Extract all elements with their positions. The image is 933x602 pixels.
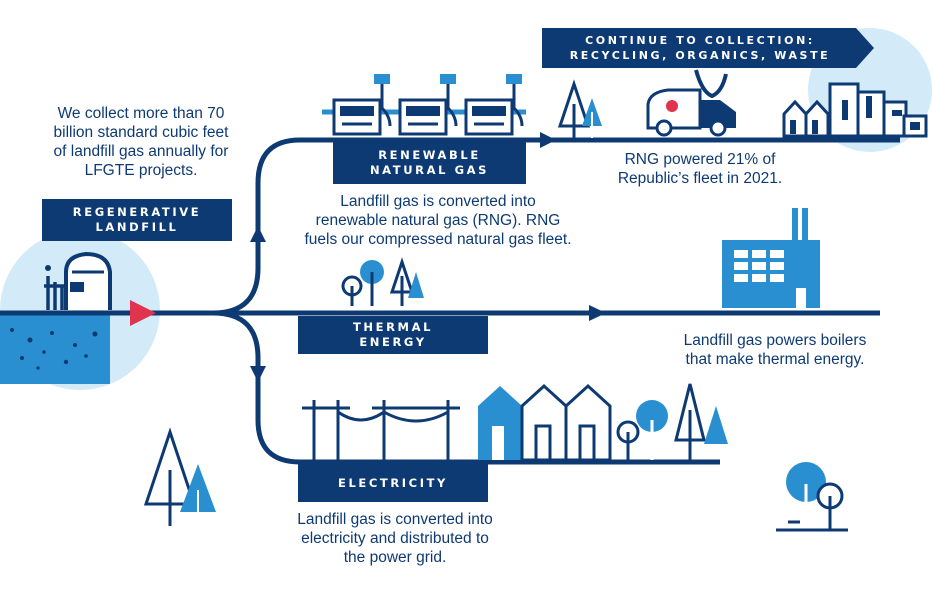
tree-icon xyxy=(776,462,848,532)
tree-icon xyxy=(616,383,728,460)
collection-banner xyxy=(542,28,874,68)
tree-icon xyxy=(143,427,216,526)
description-line: fuels our compressed natural gas fleet. xyxy=(304,231,572,248)
power-line-icon xyxy=(302,400,460,460)
description-line: electricity and distributed to xyxy=(301,530,489,547)
intro-line: billion standard cubic feet xyxy=(53,124,229,141)
garbage-truck-icon xyxy=(646,69,736,137)
label-line: NATURAL GAS xyxy=(369,163,490,177)
tree-icon xyxy=(341,257,424,306)
start-arrow-icon xyxy=(130,300,156,326)
electricity-label: ELECTRICITY xyxy=(298,464,488,502)
description-line: that make thermal energy. xyxy=(685,351,865,368)
label-line: LANDFILL xyxy=(95,220,179,234)
label-line: CONTINUE TO COLLECTION: xyxy=(585,34,815,47)
house-icon xyxy=(478,383,612,462)
description-line: Landfill gas powers boilers xyxy=(683,332,867,349)
description-line: Republic’s fleet in 2021. xyxy=(617,170,783,187)
gas-dispenser-icon xyxy=(374,74,524,127)
description-line: Landfill gas is converted into xyxy=(297,511,493,528)
flow-arrows xyxy=(250,132,606,382)
description-line: the power grid. xyxy=(343,549,447,566)
label-line: ENERGY xyxy=(359,335,427,349)
thermal-energy-label: THERMAL ENERGY xyxy=(298,316,488,354)
tree-icon xyxy=(557,79,602,138)
label-line: RECYCLING, ORGANICS, WASTE xyxy=(569,49,831,62)
landfill-icon xyxy=(0,251,112,384)
collection-banner-label: CONTINUE TO COLLECTION: RECYCLING, ORGAN… xyxy=(544,30,856,66)
city-windows xyxy=(790,96,920,134)
fleet-description: RNG powered 21% of Republic’s fleet in 2… xyxy=(600,150,800,188)
label-line: THERMAL xyxy=(352,320,434,334)
label-line: RENEWABLE xyxy=(378,148,481,162)
description-line: renewable natural gas (RNG). RNG xyxy=(315,212,561,229)
intro-line: LFGTE projects. xyxy=(84,162,198,179)
rng-description: Landfill gas is converted into renewable… xyxy=(288,192,588,249)
intro-line: We collect more than 70 xyxy=(57,105,225,122)
description-line: Landfill gas is converted into xyxy=(340,193,536,210)
label-line: ELECTRICITY xyxy=(338,475,448,490)
thermal-description: Landfill gas powers boilers that make th… xyxy=(670,331,880,369)
renewable-natural-gas-label: RENEWABLE NATURAL GAS xyxy=(333,142,526,184)
intro-text: We collect more than 70 billion standard… xyxy=(36,104,246,180)
description-line: RNG powered 21% of xyxy=(624,151,776,168)
label-line: REGENERATIVE xyxy=(72,205,202,219)
electricity-description: Landfill gas is converted into electrici… xyxy=(285,510,505,567)
factory-icon xyxy=(722,208,820,308)
truck-icon xyxy=(322,98,526,136)
regenerative-landfill-label: REGENERATIVE LANDFILL xyxy=(42,199,232,241)
intro-line: of landfill gas annually for xyxy=(53,143,229,160)
